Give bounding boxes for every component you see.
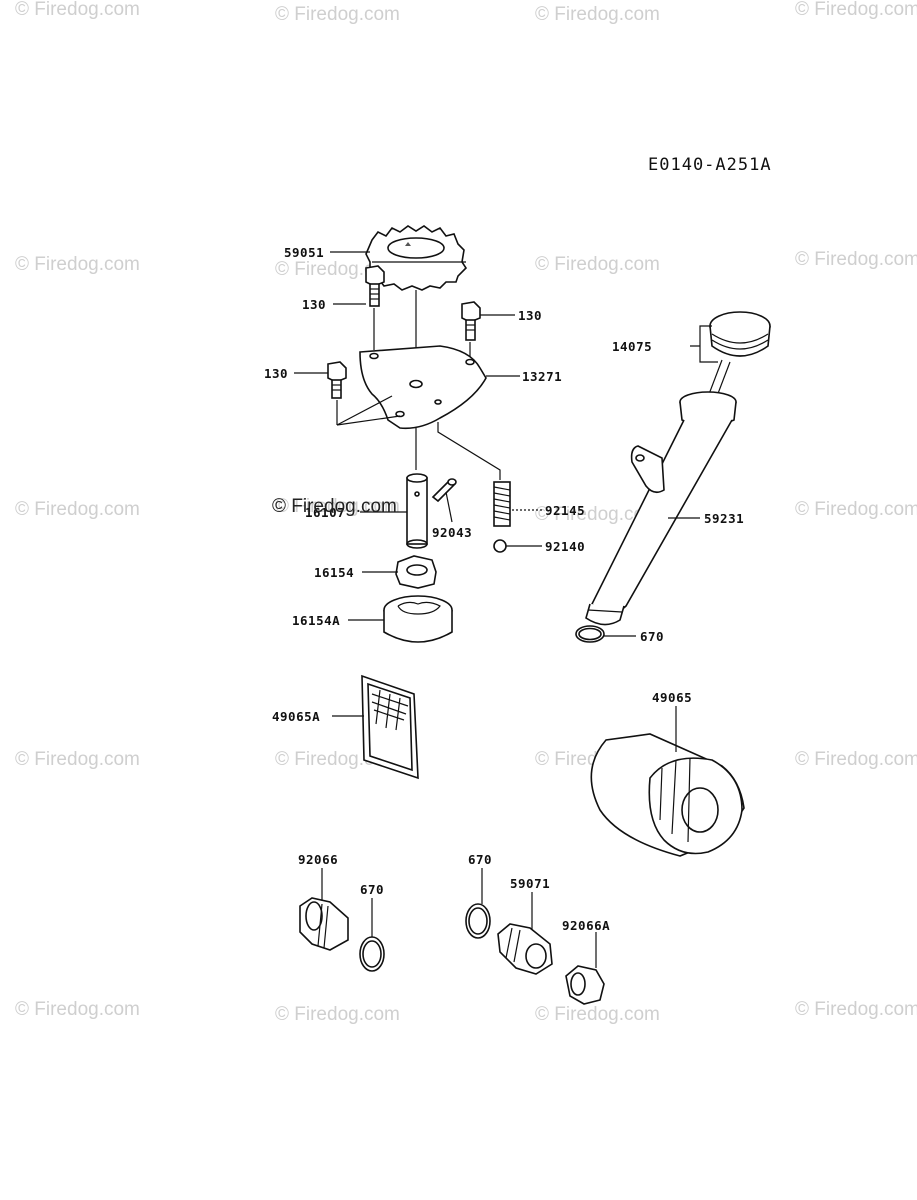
callout-16154[interactable]: 16154: [314, 565, 354, 580]
part-strainer-49065a[interactable]: [361, 674, 419, 780]
watermark: © Firedog.com: [15, 0, 140, 20]
callout-16154A[interactable]: 16154A: [292, 613, 340, 628]
watermark: © Firedog.com: [795, 749, 917, 770]
watermark: © Firedog.com: [15, 499, 140, 520]
callout-130[interactable]: 130: [302, 297, 326, 312]
callout-92140[interactable]: 92140: [545, 539, 585, 554]
callout-49065A[interactable]: 49065A: [272, 709, 320, 724]
part-pin-92043[interactable]: [431, 478, 457, 503]
watermark: © Firedog.com: [275, 1004, 400, 1025]
part-o-ring-670[interactable]: [359, 936, 385, 972]
part-dipstick-14075[interactable]: [705, 311, 771, 405]
callout-16107[interactable]: 16107: [305, 505, 345, 520]
watermark: © Firedog.com: [15, 254, 140, 275]
part-oil-filter-49065[interactable]: [590, 733, 745, 857]
callout-59051[interactable]: 59051: [284, 245, 324, 260]
callout-92066A[interactable]: 92066A: [562, 918, 610, 933]
part-drain-plug-92066[interactable]: [299, 897, 349, 951]
part-inner-rotor-16154[interactable]: [395, 555, 437, 589]
callout-59071[interactable]: 59071: [510, 876, 550, 891]
watermark: © Firedog.com: [15, 999, 140, 1020]
watermark: © Firedog.com: [795, 499, 917, 520]
watermark: © Firedog.com: [535, 254, 660, 275]
part-ball-92140[interactable]: [493, 539, 507, 553]
callout-92145[interactable]: 92145: [545, 503, 585, 518]
watermark: © Firedog.com: [795, 999, 917, 1020]
callout-130[interactable]: 130: [518, 308, 542, 323]
watermark: © Firedog.com: [535, 1004, 660, 1025]
watermark-layer: © Firedog.com © Firedog.com © Firedog.co…: [15, 0, 917, 1025]
callout-670[interactable]: 670: [360, 882, 384, 897]
watermark: © Firedog.com: [535, 504, 660, 525]
part-spring-92145[interactable]: [493, 481, 511, 527]
part-bolt-130[interactable]: [365, 265, 385, 350]
callout-59231[interactable]: 59231: [704, 511, 744, 526]
callout-670[interactable]: 670: [468, 852, 492, 867]
callout-92066[interactable]: 92066: [298, 852, 338, 867]
part-fitting-59071[interactable]: [497, 923, 553, 975]
part-plug-92066a[interactable]: [565, 965, 605, 1005]
part-shaft-16107[interactable]: [406, 473, 428, 549]
watermark: © Firedog.com: [275, 4, 400, 25]
part-o-ring-670[interactable]: [465, 903, 491, 939]
part-outer-rotor-16154a[interactable]: [383, 595, 453, 643]
callout-14075[interactable]: 14075: [612, 339, 652, 354]
callout-92043[interactable]: 92043: [432, 525, 472, 540]
watermark: © Firedog.com: [795, 249, 917, 270]
callout-49065[interactable]: 49065: [652, 690, 692, 705]
guide-line: [437, 422, 501, 480]
watermark: © Firedog.com: [15, 749, 140, 770]
callout-670[interactable]: 670: [640, 629, 664, 644]
callout-130[interactable]: 130: [264, 366, 288, 381]
watermark: © Firedog.com: [795, 0, 917, 20]
diagram-code: E0140-A251A: [648, 155, 772, 175]
part-oil-fill-tube-59231[interactable]: [585, 391, 737, 626]
part-bolt-130[interactable]: [327, 361, 347, 425]
part-plate-13271[interactable]: [336, 345, 487, 430]
leader-line: [690, 325, 718, 363]
part-o-ring-670[interactable]: [575, 625, 605, 643]
watermark-dark: © Firedog.com: [272, 496, 397, 517]
callout-13271[interactable]: 13271: [522, 369, 562, 384]
leader-line: [445, 491, 453, 523]
watermark: © Firedog.com: [535, 4, 660, 25]
part-gear-59051[interactable]: [365, 225, 468, 380]
